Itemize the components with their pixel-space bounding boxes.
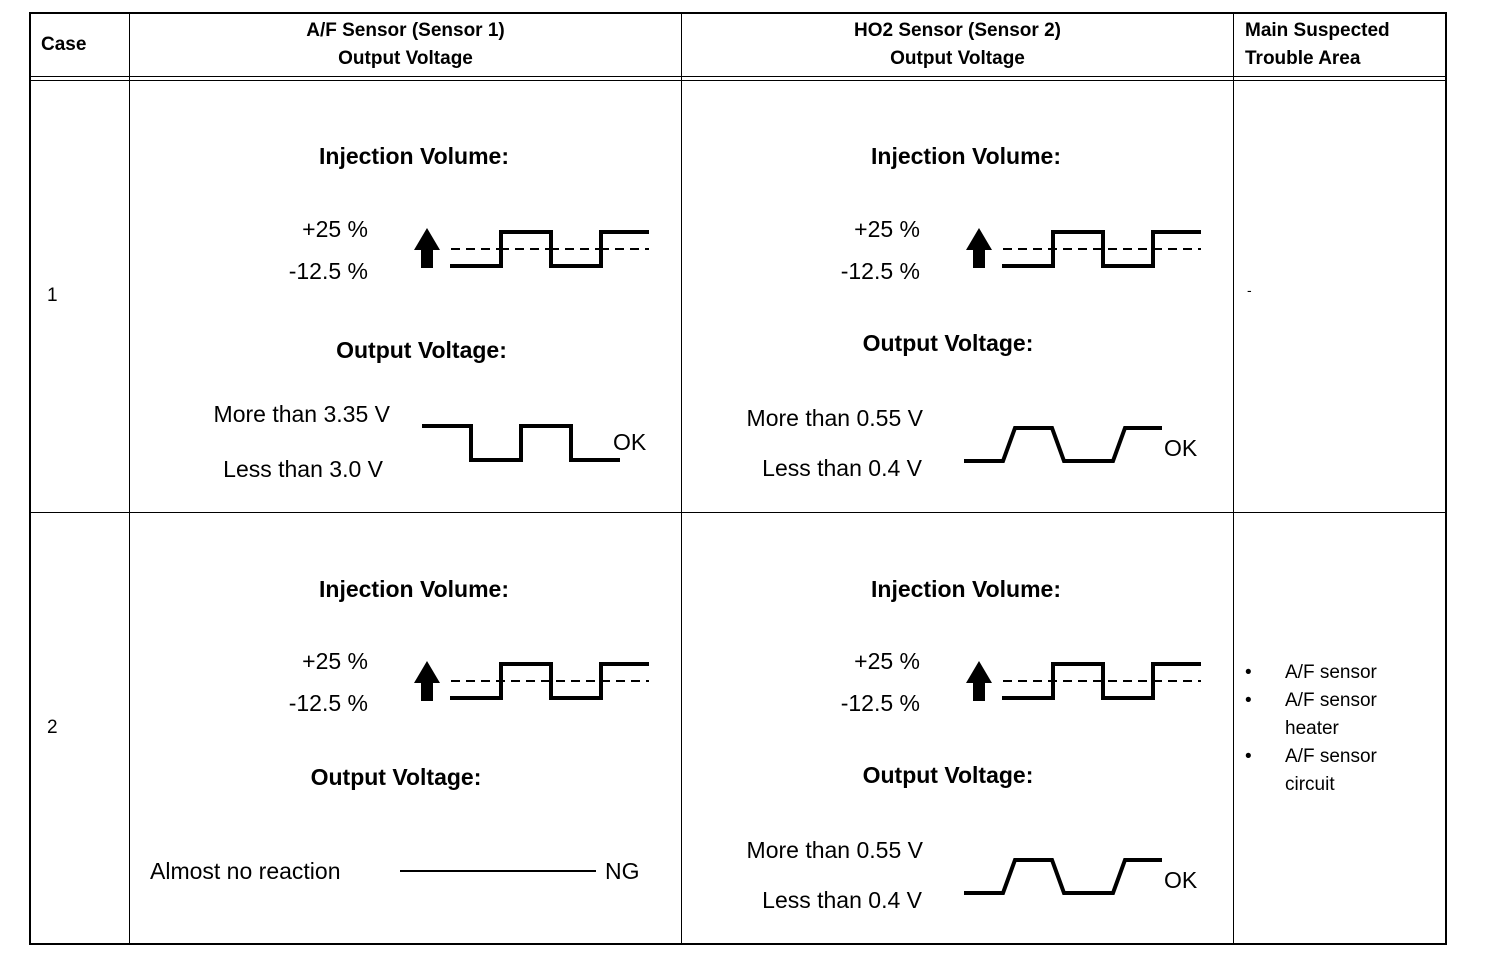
table-bottom-border: [29, 943, 1447, 945]
injection-volume-title: Injection Volume:: [319, 576, 509, 602]
up-arrow-icon: [414, 661, 440, 701]
table-right-border: [1445, 12, 1447, 945]
result-ok: OK: [613, 429, 647, 455]
row-divider: [29, 512, 1447, 513]
table-left-border: [29, 12, 31, 945]
list-item-label: A/F sensor: [1285, 662, 1377, 683]
header-divider-lower: [29, 80, 1447, 81]
injection-volume-title: Injection Volume:: [319, 143, 509, 169]
injection-low-label: -12.5 %: [840, 258, 920, 284]
voltage-low-label: Less than 0.4 V: [762, 887, 922, 913]
table-top-border: [29, 12, 1447, 14]
header-ho2-sensor-line2: Output Voltage: [890, 48, 1025, 69]
voltage-high-label: More than 0.55 V: [746, 405, 923, 431]
injection-high-label: +25 %: [302, 216, 368, 242]
suspected-trouble-list: • A/F sensor • A/F sensor heater • A/F s…: [1245, 659, 1435, 799]
up-arrow-icon: [966, 661, 992, 701]
injection-low-label: -12.5 %: [288, 258, 368, 284]
column-divider-1: [129, 12, 130, 945]
voltage-high-label: More than 0.55 V: [746, 837, 923, 863]
list-item: • A/F sensor: [1245, 659, 1435, 687]
up-arrow-icon: [966, 228, 992, 268]
column-divider-3: [1233, 12, 1234, 945]
no-reaction-label: Almost no reaction: [150, 858, 341, 884]
header-af-sensor-line1: A/F Sensor (Sensor 1): [306, 20, 505, 41]
voltage-low-label: Less than 0.4 V: [762, 455, 922, 481]
injection-high-label: +25 %: [854, 216, 920, 242]
output-voltage-title: Output Voltage:: [336, 337, 507, 363]
result-ng: NG: [605, 858, 640, 884]
voltage-high-label: More than 3.35 V: [213, 401, 390, 427]
injection-volume-title: Injection Volume:: [871, 576, 1061, 602]
list-item: • A/F sensor heater: [1245, 687, 1435, 743]
header-divider-upper: [29, 76, 1447, 77]
injection-high-label: +25 %: [854, 648, 920, 674]
output-voltage-title: Output Voltage:: [310, 764, 482, 790]
case-number: 1: [47, 285, 58, 306]
trouble-area-none: -: [1247, 282, 1252, 298]
header-af-sensor-line2: Output Voltage: [338, 48, 473, 69]
injection-low-label: -12.5 %: [288, 690, 368, 716]
header-ho2-sensor-line1: HO2 Sensor (Sensor 2): [854, 20, 1061, 41]
bullet-icon: •: [1245, 662, 1252, 683]
list-item-label: A/F sensor circuit: [1285, 746, 1377, 795]
injection-high-label: +25 %: [302, 648, 368, 674]
injection-low-label: -12.5 %: [840, 690, 920, 716]
list-item-label: A/F sensor heater: [1285, 690, 1377, 739]
result-ok: OK: [1164, 435, 1198, 461]
header-case: Case: [41, 34, 87, 55]
header-trouble-area-line1: Main Suspected: [1245, 20, 1390, 41]
column-divider-2: [681, 12, 682, 945]
output-voltage-title: Output Voltage:: [862, 762, 1034, 788]
bullet-icon: •: [1245, 746, 1252, 767]
header-trouble-area-line2: Trouble Area: [1245, 48, 1361, 69]
output-voltage-title: Output Voltage:: [862, 330, 1034, 356]
case-number: 2: [47, 717, 58, 738]
up-arrow-icon: [414, 228, 440, 268]
result-ok: OK: [1164, 867, 1198, 893]
list-item: • A/F sensor circuit: [1245, 743, 1435, 799]
injection-volume-title: Injection Volume:: [871, 143, 1061, 169]
bullet-icon: •: [1245, 690, 1252, 711]
voltage-low-label: Less than 3.0 V: [223, 456, 383, 482]
